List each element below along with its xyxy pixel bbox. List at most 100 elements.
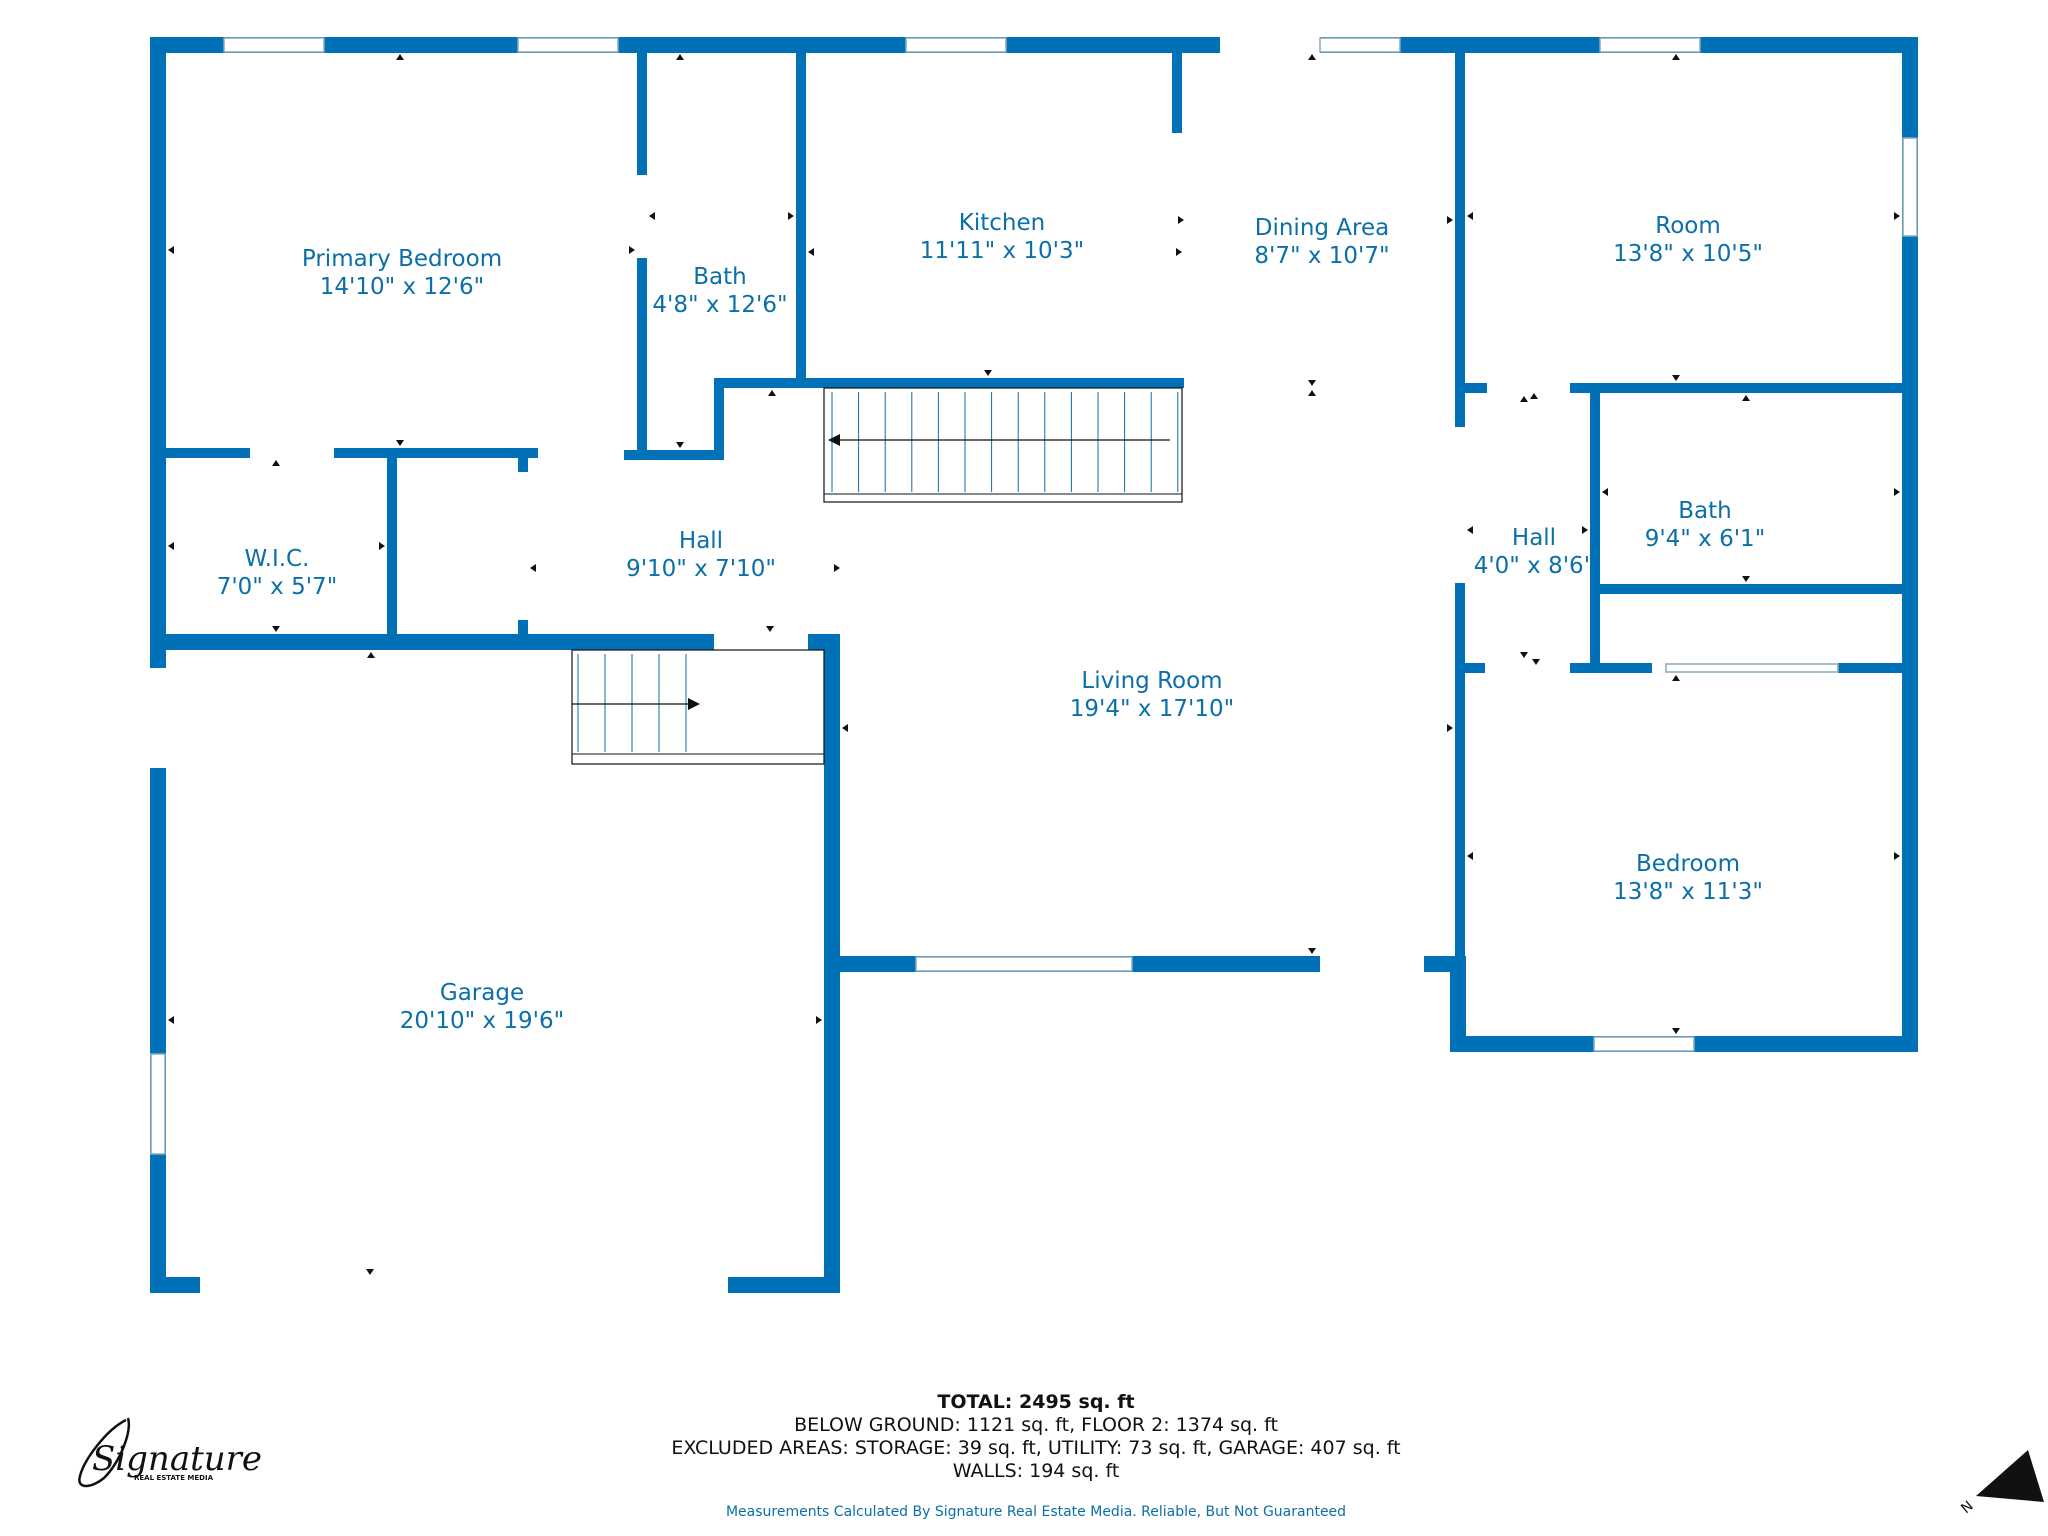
room-dims-primary-bedroom: 14'10" x 12'6" — [320, 274, 484, 300]
tick-marker-icon — [1602, 488, 1608, 496]
tick-marker-icon — [1894, 852, 1900, 860]
tick-marker-icon — [1520, 652, 1528, 658]
room-name-primary-bedroom: Primary Bedroom — [302, 246, 502, 272]
wall-bath-kitchen — [796, 45, 806, 380]
tick-marker-icon — [834, 564, 840, 572]
summary-walls: WALLS: 194 sq. ft — [953, 1460, 1120, 1482]
tick-marker-icon — [808, 248, 814, 256]
tick-marker-icon — [168, 1016, 174, 1024]
tick-marker-icon — [396, 440, 404, 446]
wall-kitchen-bottom — [714, 378, 1184, 388]
stairs-lower-outline — [571, 649, 825, 765]
wall-room-bottom-a — [1455, 383, 1487, 393]
tick-marker-icon — [530, 564, 536, 572]
compass: N — [1958, 1450, 2044, 1517]
room-name-living-room: Living Room — [1081, 668, 1222, 694]
room-dims-garage: 20'10" x 19'6" — [400, 1008, 564, 1034]
wall-wic-right — [387, 448, 397, 643]
wall-bedroom-left-lower — [1450, 956, 1466, 1052]
tick-marker-icon — [629, 246, 635, 254]
room-name-wic: W.I.C. — [245, 546, 310, 572]
room-name-bath-1: Bath — [693, 264, 746, 290]
window — [150, 1053, 166, 1155]
room-dims-dining-area: 8'7" x 10'7" — [1254, 243, 1389, 269]
tick-marker-icon — [1582, 526, 1588, 534]
tick-marker-icon — [396, 54, 404, 60]
stairs-upper-arrowhead-icon — [828, 434, 840, 446]
window — [1902, 137, 1918, 237]
tick-marker-icon — [168, 542, 174, 550]
tick-marker-icon — [1467, 852, 1473, 860]
tick-marker-icon — [1530, 393, 1538, 399]
wall-wic-top-a — [158, 448, 250, 458]
signature-logo-icon — [78, 1417, 131, 1488]
room-dims-wic: 7'0" x 5'7" — [217, 574, 338, 600]
tick-marker-icon — [272, 626, 280, 632]
room-dims-hall-2: 4'0" x 8'6" — [1474, 553, 1595, 579]
room-dims-kitchen: 11'11" x 10'3" — [920, 238, 1084, 264]
room-name-hall-1: Hall — [679, 528, 723, 554]
wall-closet-right-lower — [518, 620, 528, 643]
opening-garage-left — [148, 668, 168, 768]
stairs-upper-outline — [823, 387, 1183, 503]
opening-living-bottom — [1320, 954, 1424, 974]
wall-bedroom-top-c — [1838, 663, 1910, 673]
opening-dining-top — [1220, 36, 1320, 54]
room-name-dining-area: Dining Area — [1255, 215, 1390, 241]
wall-kitchen-stub — [1172, 45, 1182, 133]
wall-bath-notch — [714, 378, 724, 460]
room-dims-living-room: 19'4" x 17'10" — [1070, 696, 1234, 722]
room-dims-room: 13'8" x 10'5" — [1613, 241, 1763, 267]
tick-marker-icon — [168, 246, 174, 254]
tick-marker-icon — [649, 212, 655, 220]
room-dims-bath-2: 9'4" x 6'1" — [1645, 526, 1766, 552]
wall-pb-bath-lower — [637, 258, 647, 458]
compass-label: N — [1958, 1498, 1976, 1517]
window — [905, 37, 1007, 53]
room-name-bath-2: Bath — [1678, 498, 1731, 524]
tick-marker-icon — [379, 542, 385, 550]
window — [223, 37, 325, 53]
tick-marker-icon — [1308, 948, 1316, 954]
tick-marker-icon — [1447, 724, 1453, 732]
wall-right — [1902, 37, 1918, 1052]
wall-hall2-bath2 — [1590, 383, 1600, 665]
room-dims-hall-1: 9'10" x 7'10" — [626, 556, 776, 582]
room-name-kitchen: Kitchen — [959, 210, 1045, 236]
tick-marker-icon — [1308, 380, 1316, 386]
room-name-hall-2: Hall — [1512, 525, 1556, 551]
window — [1599, 37, 1701, 53]
tick-marker-icon — [1672, 54, 1680, 60]
tick-marker-icon — [1520, 396, 1528, 402]
tick-marker-icon — [272, 460, 280, 466]
window — [1665, 663, 1839, 673]
wall-dining-room-lower — [1455, 583, 1465, 973]
tick-marker-icon — [1308, 54, 1316, 60]
stairs-lower-arrowhead-icon — [688, 698, 700, 710]
room-labels: Primary Bedroom 14'10" x 12'6" Bath 4'8"… — [217, 210, 1766, 1034]
tick-marker-icon — [788, 212, 794, 220]
room-name-bedroom: Bedroom — [1636, 851, 1740, 877]
wall-bath2-bottom — [1590, 584, 1910, 594]
area-summary: TOTAL: 2495 sq. ft BELOW GROUND: 1121 sq… — [671, 1391, 1400, 1520]
tick-marker-icon — [1178, 216, 1184, 224]
tick-marker-icon — [1672, 375, 1680, 381]
room-dims-bath-1: 4'8" x 12'6" — [652, 292, 787, 318]
logo-subtext: REAL ESTATE MEDIA — [134, 1474, 214, 1482]
tick-marker-icon — [768, 390, 776, 396]
room-name-room: Room — [1655, 213, 1721, 239]
opening-garage-door — [200, 1275, 728, 1295]
tick-marker-icon — [1894, 212, 1900, 220]
wall-left — [150, 37, 166, 1293]
tick-marker-icon — [367, 652, 375, 658]
wall-bedroom-top-a — [1455, 663, 1485, 673]
wall-pb-bath — [637, 45, 647, 175]
tick-marker-icon — [1742, 576, 1750, 582]
window — [517, 37, 619, 53]
window — [1593, 1036, 1695, 1052]
wall-closet-right — [518, 448, 528, 472]
wall-garage-top-a — [158, 634, 714, 650]
tick-marker-icon — [1672, 1028, 1680, 1034]
tick-marker-icon — [1447, 216, 1453, 224]
